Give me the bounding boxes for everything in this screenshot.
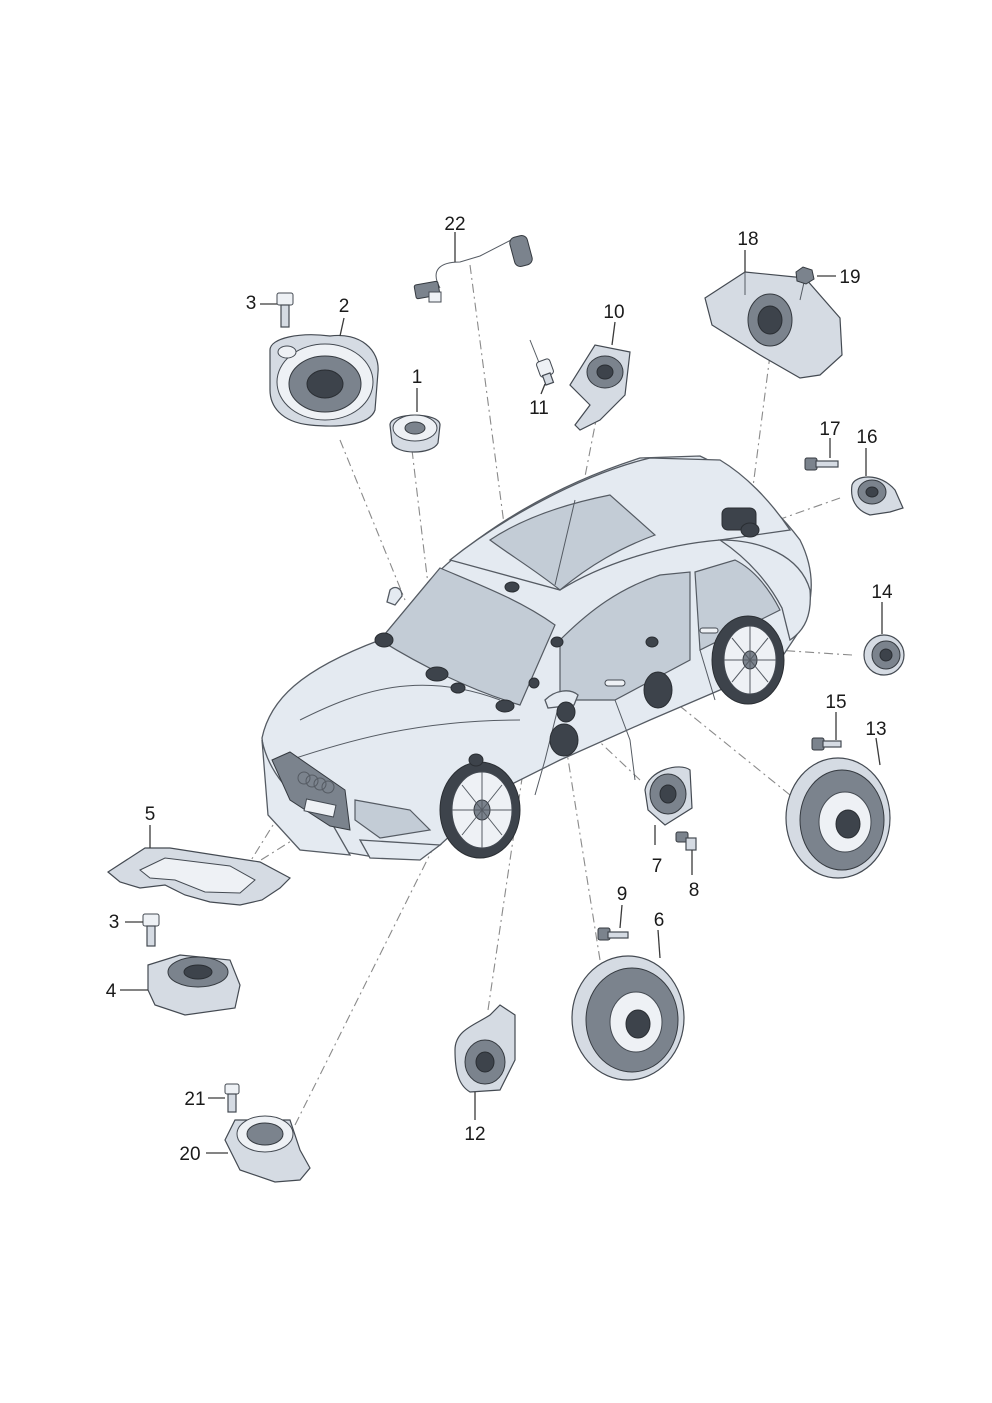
part-2-speaker xyxy=(269,334,379,427)
part-15-screw xyxy=(811,737,842,751)
part-21-bolt xyxy=(224,1083,240,1113)
callout-3-lower: 3 xyxy=(109,912,120,933)
part-1-tweeter xyxy=(389,414,441,453)
callout-15: 15 xyxy=(825,692,846,713)
part-20-speaker xyxy=(224,1115,311,1183)
leader-lines xyxy=(120,232,883,1154)
callout-3-upper: 3 xyxy=(246,293,257,314)
callout-21: 21 xyxy=(184,1089,205,1110)
callout-17: 17 xyxy=(819,419,840,440)
callout-10: 10 xyxy=(603,302,624,323)
callout-12: 12 xyxy=(464,1124,485,1145)
part-5-trim-frame xyxy=(106,847,291,906)
part-12-speaker xyxy=(454,1004,516,1093)
callout-6: 6 xyxy=(654,910,665,931)
callout-1: 1 xyxy=(412,367,423,388)
part-10-tweeter-bracket xyxy=(569,344,631,431)
part-22-cable xyxy=(413,235,533,303)
part-13-speaker xyxy=(785,757,891,879)
callout-14: 14 xyxy=(871,582,893,603)
audi-rings-logo xyxy=(297,771,335,794)
part-9-screw xyxy=(597,927,629,941)
callout-9: 9 xyxy=(617,884,628,905)
callout-19: 19 xyxy=(839,267,860,288)
part-3-bolt-lower xyxy=(142,913,160,947)
speaker-positions xyxy=(374,507,760,767)
callout-13: 13 xyxy=(865,719,886,740)
callout-11: 11 xyxy=(529,398,549,419)
callout-18: 18 xyxy=(737,229,758,250)
rear-wheel xyxy=(711,615,785,705)
callout-7: 7 xyxy=(652,856,663,877)
callout-22: 22 xyxy=(444,214,465,235)
part-8-screw xyxy=(675,831,697,851)
part-17-screw xyxy=(804,457,839,471)
callout-20: 20 xyxy=(179,1144,200,1165)
callout-16: 16 xyxy=(856,427,877,448)
part-6-speaker xyxy=(571,955,685,1081)
part-4-speaker xyxy=(147,954,241,1016)
part-7-midrange xyxy=(644,766,693,826)
callout-8: 8 xyxy=(689,880,700,901)
part-19-nut xyxy=(795,266,815,285)
part-14-tweeter xyxy=(863,634,905,676)
part-3-bolt-upper xyxy=(276,292,294,328)
front-wheel xyxy=(439,761,521,859)
part-11-rivet xyxy=(529,339,555,386)
callout-5: 5 xyxy=(145,804,156,825)
callout-2: 2 xyxy=(339,296,350,317)
part-16-speaker xyxy=(850,476,904,516)
callout-labels: 22 18 19 3 2 10 1 11 17 16 14 15 13 5 7 … xyxy=(106,214,893,1165)
part-18-subwoofer xyxy=(704,271,843,379)
car-body xyxy=(261,455,812,861)
callout-4: 4 xyxy=(106,981,117,1002)
